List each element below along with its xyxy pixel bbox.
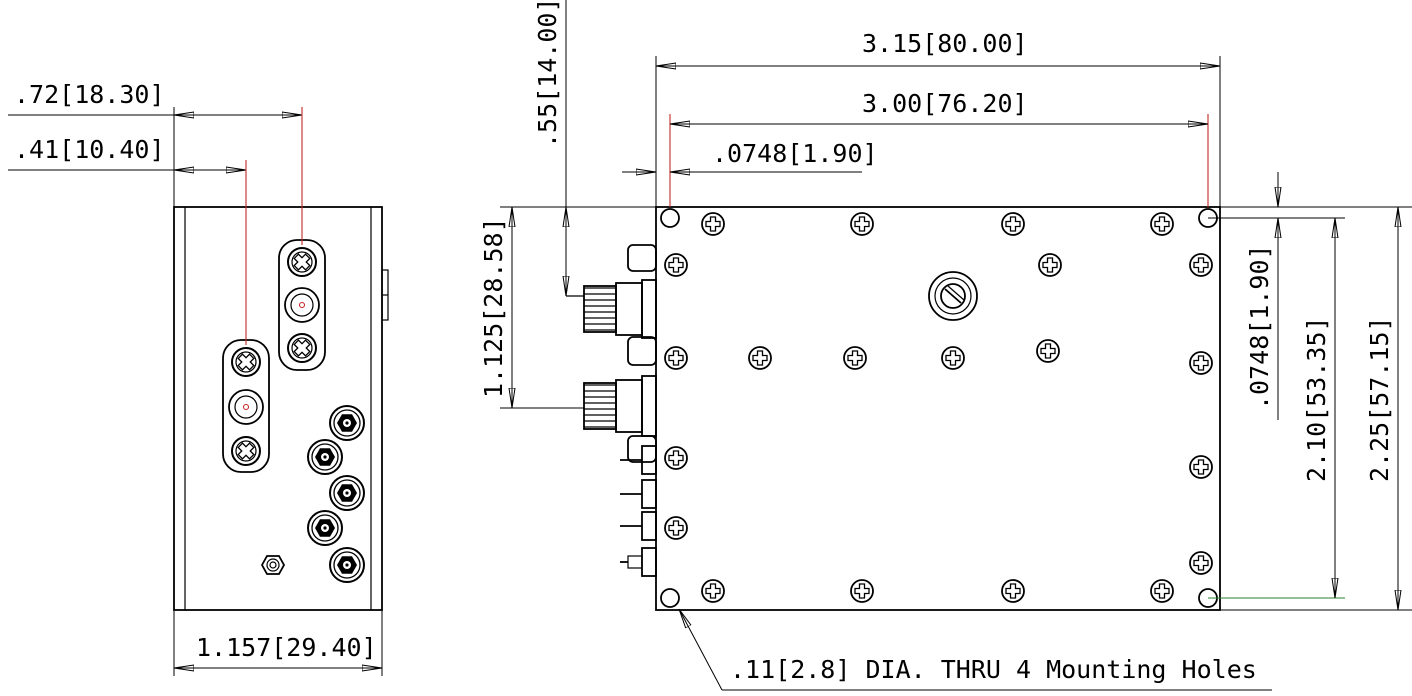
phillips-screw-icon bbox=[850, 579, 874, 603]
hex-screw-icon bbox=[287, 247, 317, 277]
sma-connector-icon bbox=[307, 510, 343, 546]
mounting-hole-icon bbox=[660, 588, 680, 608]
phillips-screw-icon bbox=[701, 579, 725, 603]
dim-hole-spacing-height: 2.10[53.35] bbox=[1302, 316, 1331, 482]
dim-side-offset-2: .41[10.40] bbox=[14, 135, 165, 164]
top-view: .55[14.00] 1.125[28.58] 3.15[80.00] 3.00… bbox=[479, 0, 1412, 691]
phillips-screw-icon bbox=[941, 346, 965, 370]
hex-screw-icon bbox=[287, 333, 317, 363]
sma-connector-icon bbox=[329, 475, 365, 511]
phillips-screw-icon bbox=[1150, 212, 1174, 236]
phillips-screw-icon bbox=[664, 516, 688, 540]
sma-connector-upper bbox=[566, 244, 657, 339]
phillips-screw-icon bbox=[664, 253, 688, 277]
phillips-screw-icon bbox=[1001, 579, 1025, 603]
dim-hole-inset-y: .0748[1.90] bbox=[1245, 244, 1274, 410]
hex-screw-icon bbox=[231, 436, 261, 466]
phillips-screw-icon bbox=[1038, 253, 1062, 277]
phillips-screw-icon bbox=[843, 346, 867, 370]
ground-stud-icon bbox=[260, 555, 286, 575]
hex-screw-icon bbox=[231, 347, 261, 377]
dim-overall-width: 3.15[80.00] bbox=[862, 29, 1028, 58]
phillips-screw-icon bbox=[701, 212, 725, 236]
phillips-screw-icon bbox=[1001, 212, 1025, 236]
dim-overall-height: 2.25[57.15] bbox=[1365, 316, 1394, 482]
sma-connector-icon bbox=[329, 547, 365, 583]
top-view-body bbox=[655, 206, 1221, 611]
phillips-screw-icon bbox=[1189, 253, 1213, 277]
phillips-screw-icon bbox=[1189, 455, 1213, 479]
phillips-screw-icon bbox=[1036, 339, 1060, 363]
sma-connector-icon bbox=[307, 439, 343, 475]
dim-side-width: 1.157[29.40] bbox=[196, 633, 377, 662]
side-view: .72[18.30] .41[10.40] 1.157[29.40] bbox=[8, 80, 389, 676]
phillips-screw-icon bbox=[850, 212, 874, 236]
side-view-body bbox=[173, 206, 383, 611]
mounting-hole-note: .11[2.8] DIA. THRU 4 Mounting Holes bbox=[730, 655, 1257, 684]
tuning-knob-icon bbox=[928, 271, 978, 321]
dim-left-connector-spacing: 1.125[28.58] bbox=[479, 217, 508, 398]
dim-top-height-offset: .55[14.00] bbox=[533, 0, 562, 148]
phillips-screw-icon bbox=[1150, 579, 1174, 603]
sma-connector-icon bbox=[329, 405, 365, 441]
phillips-screw-icon bbox=[664, 446, 688, 470]
dim-hole-inset-x: .0748[1.90] bbox=[712, 139, 878, 168]
phillips-screw-icon bbox=[1189, 551, 1213, 575]
feedthrough-pins bbox=[620, 435, 657, 577]
dim-hole-spacing-width: 3.00[76.20] bbox=[862, 89, 1028, 118]
phillips-screw-icon bbox=[748, 346, 772, 370]
phillips-screw-icon bbox=[1189, 351, 1213, 375]
mounting-hole-icon bbox=[660, 208, 680, 228]
sma-connector-lower bbox=[583, 336, 657, 437]
dim-side-offset-1: .72[18.30] bbox=[14, 80, 165, 109]
phillips-screw-icon bbox=[664, 346, 688, 370]
